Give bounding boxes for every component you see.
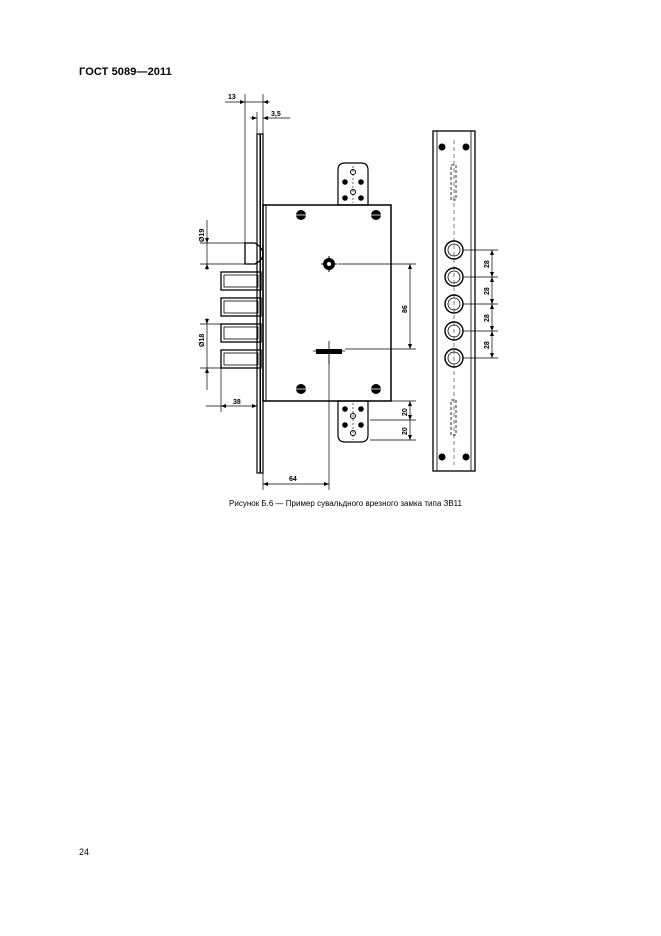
dim-28-b: 28 (484, 287, 491, 295)
dim-86: 86 (402, 305, 409, 313)
top-tab (337, 162, 369, 206)
handle-spindle (321, 256, 337, 272)
strike-plate (432, 130, 476, 472)
page-number: 24 (79, 847, 90, 857)
dimension-lines-left (200, 94, 416, 490)
dimension-arrows-left (205, 100, 412, 486)
dimension-arrows-right (490, 250, 494, 358)
lock-case (262, 204, 392, 402)
figure-caption: Рисунок Б.6 — Пример сувальдного врезног… (229, 499, 462, 508)
dimension-labels-left: 13 3,5 Ø19 Ø18 38 64 86 20 20 (199, 94, 409, 483)
case-screws (296, 210, 381, 394)
dim-3-5: 3,5 (271, 111, 281, 118)
dim-38: 38 (233, 399, 241, 406)
dimension-lines-right (463, 249, 498, 359)
dimension-labels-right: 28 28 28 28 (484, 260, 491, 349)
document-header: ГОСТ 5089—2011 (79, 66, 172, 78)
latch-bolt (244, 242, 264, 265)
dim-dia18: Ø18 (199, 334, 206, 347)
dim-28-a: 28 (484, 260, 491, 268)
dim-13: 13 (228, 94, 236, 101)
bottom-tab (337, 400, 369, 443)
dim-dia19: Ø19 (199, 229, 206, 242)
dim-20-lower: 20 (402, 427, 409, 435)
dim-28-d: 28 (484, 341, 491, 349)
dim-64: 64 (289, 476, 297, 483)
dim-28-c: 28 (484, 314, 491, 322)
dead-bolts (220, 271, 262, 369)
dim-20-upper: 20 (402, 408, 409, 416)
